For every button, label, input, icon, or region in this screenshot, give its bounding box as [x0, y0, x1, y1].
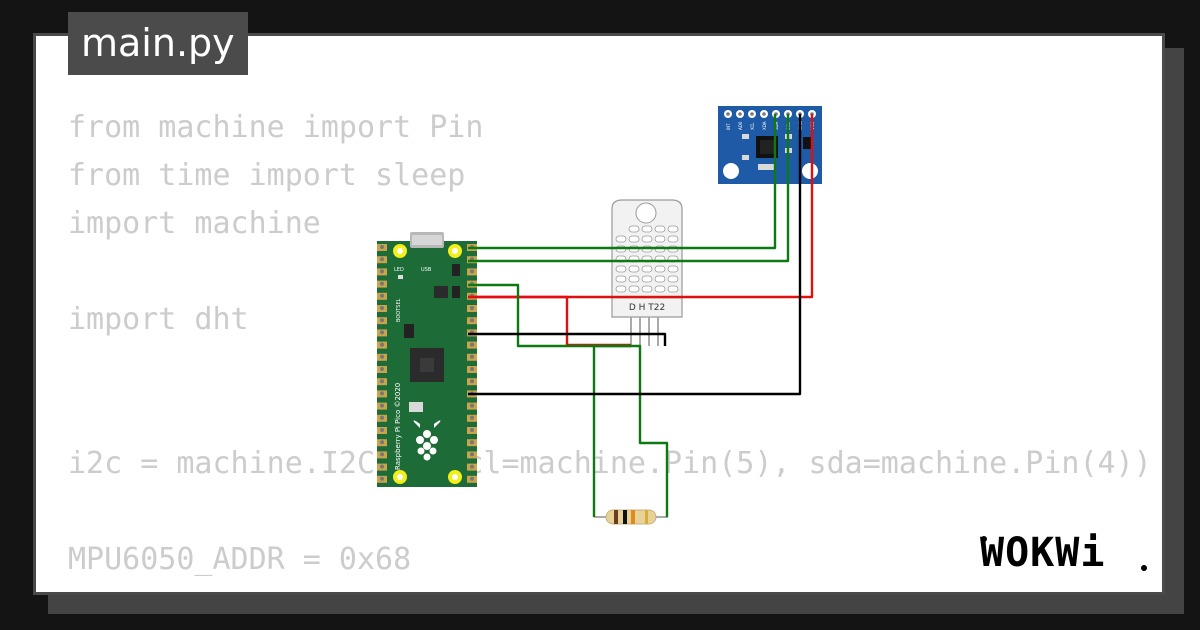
- wire-scl[interactable]: [468, 114, 777, 250]
- bootsel-label: BOOTSEL: [396, 298, 402, 322]
- code-line-5: import dht: [68, 302, 249, 337]
- dht22-label: D H T22: [629, 303, 665, 313]
- code-line-10: MPU6050_ADDR = 0x68: [68, 542, 412, 577]
- wire-gnd-mpu[interactable]: [468, 114, 802, 396]
- pico-board[interactable]: LED USB BOOTSEL Raspberry Pi Pico ©2020: [377, 232, 477, 487]
- wires: [468, 114, 814, 517]
- mpu6050-pin-label: INT: [726, 123, 731, 130]
- flash-chip: [434, 286, 448, 298]
- wokwi-logo-icon: WOKWi: [980, 530, 1147, 576]
- project-preview-card: from machine import Pin from time import …: [33, 33, 1165, 595]
- debug-connector: [409, 402, 423, 412]
- board-label: Raspberry Pi Pico ©2020: [394, 383, 402, 470]
- mpu6050-pin-label: XCL: [750, 122, 755, 130]
- led-label: LED: [394, 267, 404, 273]
- mpu6050-mount-hole-right: [802, 163, 818, 179]
- wire-vcc-dht[interactable]: [468, 295, 631, 347]
- wokwi-logo[interactable]: WOKWi: [978, 526, 1150, 576]
- bootsel-button: [404, 324, 414, 338]
- code-line-3: import machine: [68, 206, 321, 241]
- wokwi-logo-text: WOKWi: [980, 530, 1105, 576]
- mpu6050-pin-label: AD0: [738, 121, 743, 130]
- code-line-1: from machine import Pin: [68, 110, 484, 145]
- raspberry-icon: [413, 420, 441, 461]
- usb-label: USB: [421, 267, 432, 273]
- wire-resistor-pullup[interactable]: [592, 344, 631, 517]
- mpu6050-regulator: [803, 137, 813, 149]
- wire-gnd-dht[interactable]: [468, 332, 667, 346]
- crystal-chip: [452, 286, 460, 298]
- pullup-resistor[interactable]: [594, 509, 668, 525]
- wire-sda[interactable]: [468, 114, 790, 263]
- mpu6050-mount-hole-left: [723, 163, 739, 179]
- file-tab[interactable]: main.py: [68, 12, 248, 75]
- regulator-chip: [452, 264, 460, 276]
- code-line-2: from time import sleep: [68, 158, 466, 193]
- mpu6050-pin-label: SDA: [774, 121, 779, 130]
- usb-connector-inner: [412, 235, 442, 245]
- wire-vcc-mpu[interactable]: [468, 114, 814, 299]
- mpu6050-pin-label: XDA: [762, 121, 767, 130]
- led-icon: [398, 275, 403, 279]
- dht22-sensor[interactable]: D H T22: [611, 199, 683, 346]
- wire-dht-data[interactable]: [468, 283, 669, 517]
